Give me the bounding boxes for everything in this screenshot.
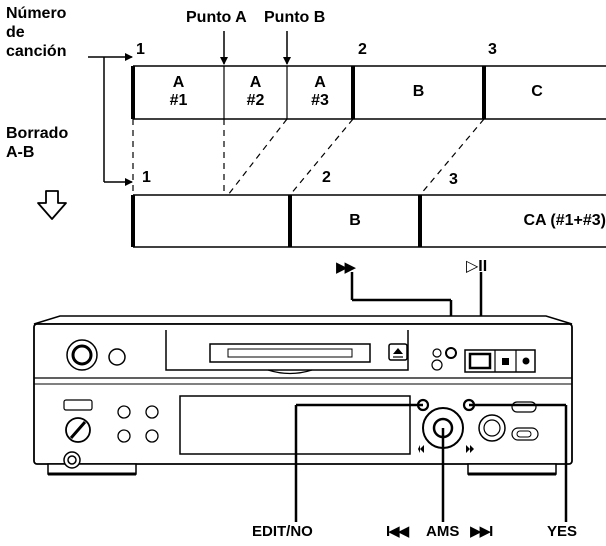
- after-track-number-2: 2: [322, 169, 331, 186]
- track-row-connector: [88, 53, 133, 186]
- md-deck-device: [33, 315, 573, 476]
- ams-prev-icon: I◀◀: [386, 523, 409, 540]
- ab-erase-label-line2: A-B: [6, 144, 35, 161]
- segment-part: #2: [246, 92, 265, 109]
- segment-part: #3: [311, 92, 329, 109]
- before-track-number-2: 2: [358, 41, 367, 58]
- yes-button-label: YES: [547, 523, 578, 540]
- after-track-number-1: 1: [142, 169, 151, 186]
- before-track-number-1: 1: [136, 41, 145, 58]
- before-segment-b: B: [353, 83, 484, 101]
- before-segment-c: C: [484, 83, 590, 101]
- segment-letter: B: [412, 83, 425, 100]
- before-segment-a3: A #3: [287, 74, 353, 110]
- mapping-dashed-lines: [132, 118, 485, 196]
- ams-next-icon: ▶▶I: [470, 523, 493, 540]
- segment-letter: A: [172, 74, 185, 91]
- callout-lines: [294, 403, 568, 522]
- segment-part: #1: [169, 92, 188, 109]
- track-number-label-line2: de: [6, 24, 25, 41]
- ab-erase-label-line1: Borrado: [6, 125, 69, 142]
- after-track-bar: [131, 194, 606, 248]
- after-track-number-3: 3: [449, 171, 458, 188]
- ams-label: AMS: [426, 523, 460, 540]
- segment-letter: A: [314, 74, 326, 91]
- segment-letter: C: [531, 83, 543, 100]
- play-pause-icon: ▷II: [466, 258, 488, 275]
- point-a-label: Punto A: [186, 9, 247, 26]
- fast-forward-icon: ▶▶: [336, 259, 356, 276]
- point-b-label: Punto B: [264, 9, 326, 26]
- before-track-bar: [131, 65, 606, 120]
- after-segment-b: B: [349, 212, 361, 229]
- edit-no-button-label: EDIT/NO: [252, 523, 313, 540]
- track-number-label-line1: Número: [6, 5, 67, 22]
- track-number-label-line3: canción: [6, 43, 67, 60]
- segment-letter: A: [249, 74, 262, 91]
- before-segment-a1: A #1: [133, 74, 224, 110]
- after-segment-ca: CA (#1+#3): [523, 212, 606, 229]
- before-segment-a2: A #2: [224, 74, 287, 110]
- before-track-number-3: 3: [488, 41, 497, 58]
- down-arrow-icon: [37, 190, 67, 220]
